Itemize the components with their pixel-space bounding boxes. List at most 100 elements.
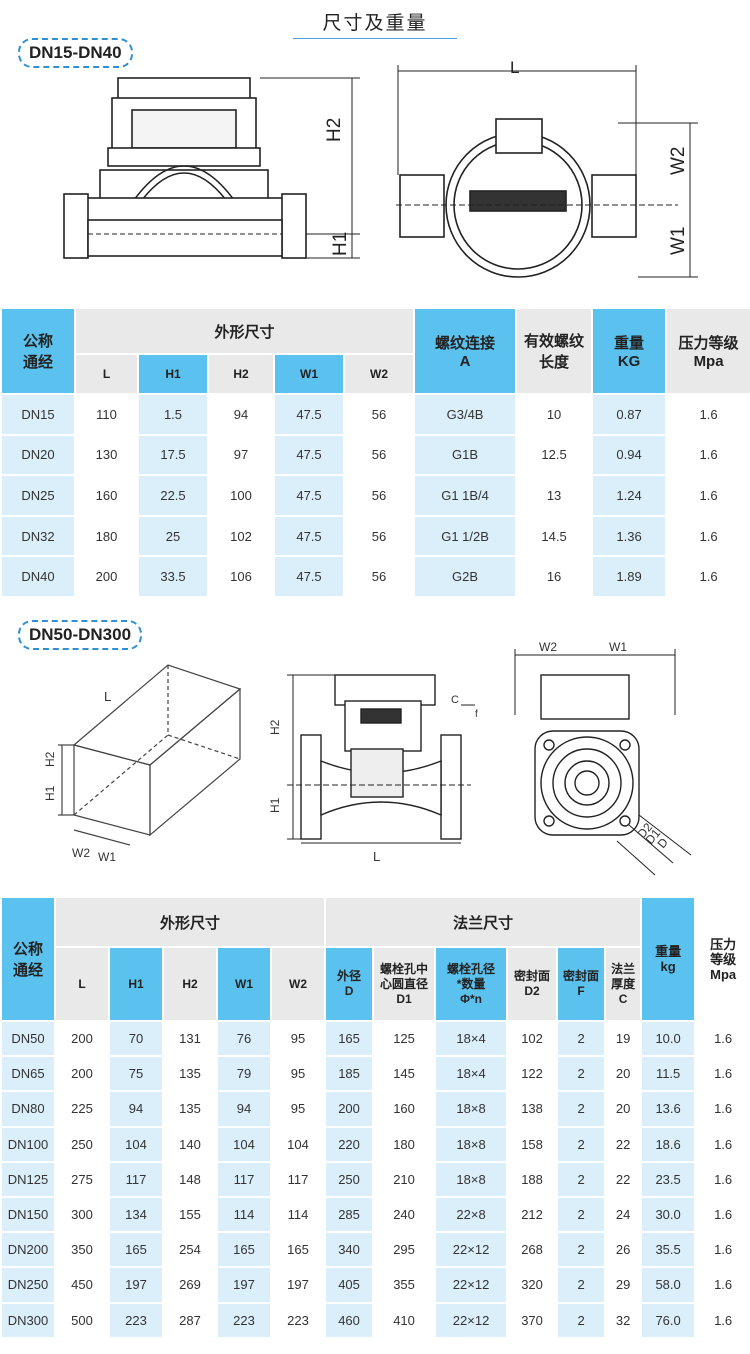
header-outer-dims: 外形尺寸 bbox=[73, 307, 416, 355]
cell-f: 2 bbox=[556, 1019, 607, 1058]
cell-w2: 56 bbox=[342, 555, 416, 598]
box-dimension-diagram: L H2 H1 W2 W1 bbox=[43, 664, 242, 864]
cell-w2: 56 bbox=[342, 433, 416, 477]
cell-mpa: 1.6 bbox=[694, 1090, 750, 1128]
header-pressure: 压力等级 Mpa bbox=[665, 307, 750, 395]
cell-w2: 117 bbox=[269, 1160, 327, 1198]
cell-d: 405 bbox=[324, 1266, 375, 1304]
cell-len: 13 bbox=[515, 474, 594, 517]
cell-l: 450 bbox=[54, 1266, 110, 1304]
cell-d2: 268 bbox=[506, 1231, 559, 1269]
cell-dn: DN100 bbox=[0, 1125, 56, 1163]
cell-dn: DN32 bbox=[0, 514, 76, 558]
cell-d2: 158 bbox=[506, 1125, 559, 1163]
front-label-w2: W2 bbox=[539, 640, 557, 654]
cell-h2: 155 bbox=[162, 1195, 218, 1234]
cell-mpa: 1.6 bbox=[694, 1019, 750, 1058]
header2-outer-dims: 外形尺寸 bbox=[53, 896, 327, 948]
cell-h1: 1.5 bbox=[137, 393, 209, 436]
cell-f: 2 bbox=[556, 1160, 607, 1198]
cell-l: 110 bbox=[74, 393, 139, 436]
cell-dn: DN25 bbox=[0, 474, 76, 517]
cell-l: 130 bbox=[74, 433, 139, 477]
cell-dn: DN40 bbox=[0, 555, 76, 598]
dim-label-w1: W1 bbox=[668, 227, 689, 256]
cell-f: 2 bbox=[556, 1055, 607, 1093]
cell-dn: DN250 bbox=[0, 1266, 56, 1304]
cell-n: 22×8 bbox=[434, 1195, 509, 1234]
cell-n: 22×12 bbox=[434, 1266, 509, 1304]
cell-w1: 223 bbox=[216, 1301, 272, 1339]
cell-dn: DN150 bbox=[0, 1195, 56, 1234]
cell-h2: 100 bbox=[207, 474, 275, 517]
cell-n: 18×4 bbox=[434, 1019, 509, 1058]
cell-a: G1 1B/4 bbox=[413, 474, 518, 517]
cell-d2: 102 bbox=[506, 1019, 559, 1058]
flange-front-view-diagram: W2 W1 D2 D1 D bbox=[514, 640, 692, 876]
side-label-h2: H2 bbox=[268, 719, 282, 735]
cell-d2: 138 bbox=[506, 1090, 559, 1128]
cell-c: 20 bbox=[604, 1055, 643, 1093]
side-label-l: L bbox=[373, 849, 380, 864]
cell-dn: DN200 bbox=[0, 1231, 56, 1269]
cell-kg: 35.5 bbox=[640, 1231, 697, 1269]
cell-kg: 76.0 bbox=[640, 1301, 697, 1339]
cell-h2: 135 bbox=[162, 1055, 218, 1093]
cell-a: G1 1/2B bbox=[413, 514, 518, 558]
cell-l: 225 bbox=[54, 1090, 110, 1128]
cell-c: 19 bbox=[604, 1019, 643, 1058]
cell-w2: 56 bbox=[342, 393, 416, 436]
header2-pressure: 压力 等级 Mpa bbox=[694, 896, 750, 1022]
cell-d1: 125 bbox=[372, 1019, 437, 1058]
cell-w2: 95 bbox=[269, 1055, 327, 1093]
cell-d1: 180 bbox=[372, 1125, 437, 1163]
cell-h2: 287 bbox=[162, 1301, 218, 1339]
cell-f: 2 bbox=[556, 1266, 607, 1304]
cell-d: 185 bbox=[324, 1055, 375, 1093]
subheader-h1: H1 bbox=[137, 353, 209, 395]
cell-d2: 370 bbox=[506, 1301, 559, 1339]
header-thread: 螺纹连接 A bbox=[413, 307, 518, 395]
subheader-h2: H2 bbox=[207, 353, 275, 395]
subheader2-bolt: 螺栓孔径 *数量 Φ*n bbox=[434, 946, 509, 1022]
cell-c: 26 bbox=[604, 1231, 643, 1269]
cell-w1: 47.5 bbox=[273, 514, 345, 558]
cell-l: 500 bbox=[54, 1301, 110, 1339]
cell-h1: 197 bbox=[108, 1266, 164, 1304]
cell-w2: 95 bbox=[269, 1090, 327, 1128]
cell-dn: DN65 bbox=[0, 1055, 56, 1093]
cell-d1: 145 bbox=[372, 1055, 437, 1093]
side-label-f: f bbox=[475, 709, 478, 720]
cell-c: 20 bbox=[604, 1090, 643, 1128]
subheader-w2: W2 bbox=[342, 353, 416, 395]
cell-d: 220 bbox=[324, 1125, 375, 1163]
cell-h2: 131 bbox=[162, 1019, 218, 1058]
title-underline bbox=[293, 38, 457, 39]
cell-h2: 135 bbox=[162, 1090, 218, 1128]
cell-d: 200 bbox=[324, 1090, 375, 1128]
cell-c: 24 bbox=[604, 1195, 643, 1234]
cell-c: 22 bbox=[604, 1125, 643, 1163]
cell-w1: 117 bbox=[216, 1160, 272, 1198]
cell-f: 2 bbox=[556, 1125, 607, 1163]
spec-table-dn15-dn40: 公称 通经 外形尺寸 螺纹连接 A 有效螺纹 长度 重量 KG 压力等级 Mpa… bbox=[0, 307, 750, 598]
subheader2-d: 外径 D bbox=[324, 946, 375, 1022]
header2-flange-dims: 法兰尺寸 bbox=[324, 896, 643, 948]
header2-weight: 重量 kg bbox=[640, 896, 697, 1022]
cell-l: 250 bbox=[54, 1125, 110, 1163]
header-thread-length: 有效螺纹 长度 bbox=[515, 307, 594, 395]
cell-d1: 240 bbox=[372, 1195, 437, 1234]
cell-c: 22 bbox=[604, 1160, 643, 1198]
cell-len: 14.5 bbox=[515, 514, 594, 558]
cell-mpa: 1.6 bbox=[694, 1231, 750, 1269]
cell-kg: 23.5 bbox=[640, 1160, 697, 1198]
cell-l: 275 bbox=[54, 1160, 110, 1198]
cell-w1: 104 bbox=[216, 1125, 272, 1163]
cell-w1: 47.5 bbox=[273, 393, 345, 436]
